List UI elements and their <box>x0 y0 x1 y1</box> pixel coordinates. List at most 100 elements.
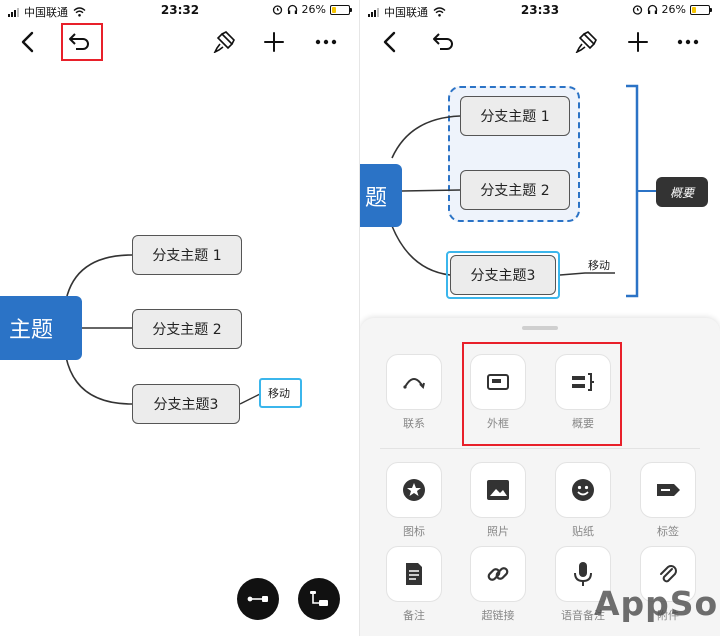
status-right: 26% <box>632 3 712 16</box>
toolbar <box>0 22 360 62</box>
style-button[interactable] <box>208 26 240 58</box>
insert-bottom-sheet: 联系 外框 概要 图标 <box>360 318 720 636</box>
more-icon <box>677 39 699 45</box>
battery-icon <box>690 4 712 15</box>
tool-label[interactable]: 标签 <box>640 462 696 542</box>
paint-brush-icon <box>213 31 235 53</box>
insert-topic-fab[interactable] <box>298 578 340 620</box>
tool-label: 外框 <box>487 417 509 430</box>
battery-icon <box>330 4 352 15</box>
branch-topic-1[interactable]: 分支主题 1 <box>460 96 570 136</box>
branch-topic-2[interactable]: 分支主题 2 <box>460 170 570 210</box>
tool-label: 附件 <box>657 609 679 622</box>
label-icon <box>657 484 680 496</box>
sheet-handle[interactable] <box>522 326 558 330</box>
tool-box <box>555 354 611 410</box>
add-button[interactable] <box>622 26 654 58</box>
branch-topic-3[interactable]: 分支主题3 <box>132 384 240 424</box>
tool-summary[interactable]: 概要 <box>555 354 611 434</box>
tool-box <box>386 546 442 602</box>
status-bar: 中国联通 23:33 26% <box>360 0 720 22</box>
wifi-icon <box>73 7 86 17</box>
status-time: 23:32 <box>160 3 200 17</box>
alarm-icon <box>272 5 282 15</box>
tool-box <box>555 546 611 602</box>
sheet-separator <box>380 448 700 449</box>
move-target-box[interactable] <box>259 378 302 408</box>
more-button[interactable] <box>310 26 342 58</box>
add-button[interactable] <box>258 26 290 58</box>
branch-topic-3[interactable]: 分支主题3 <box>450 255 556 295</box>
undo-button[interactable] <box>64 26 96 58</box>
tool-relationship[interactable]: 联系 <box>386 354 442 434</box>
tool-note[interactable]: 备注 <box>386 546 442 626</box>
tool-label-text: 标签 <box>657 525 679 538</box>
chevron-left-icon <box>21 31 34 53</box>
undo-icon <box>69 33 89 50</box>
plus-icon <box>628 32 648 52</box>
link-icon <box>487 567 509 581</box>
boundary-icon <box>487 374 509 390</box>
note-icon <box>406 563 422 585</box>
headphones-icon <box>647 4 657 14</box>
undo-highlight <box>61 23 103 61</box>
central-topic-label: 主题 <box>8 318 53 343</box>
battery-percent: 26% <box>301 3 326 16</box>
branch-topic-label: 分支主题3 <box>153 397 219 413</box>
insert-topic-icon <box>310 591 328 606</box>
screen-divider <box>359 0 360 636</box>
tool-label: 照片 <box>487 525 509 538</box>
summary-icon <box>572 373 594 391</box>
battery-percent: 26% <box>661 3 686 16</box>
tool-box <box>470 546 526 602</box>
relationship-fab[interactable] <box>237 578 279 620</box>
branch-topic-2[interactable]: 分支主题 2 <box>132 309 242 349</box>
branch-topic-label: 分支主题 1 <box>480 109 550 125</box>
branch-topic-label: 分支主题 2 <box>152 322 222 338</box>
toolbar <box>360 22 720 62</box>
undo-button[interactable] <box>428 26 460 58</box>
wifi-icon <box>433 7 446 17</box>
tool-sticker[interactable]: 贴纸 <box>555 462 611 542</box>
attachment-icon <box>660 565 677 583</box>
branch-topic-label: 分支主题 1 <box>152 248 222 264</box>
microphone-icon <box>574 562 592 586</box>
tool-label: 备注 <box>403 609 425 622</box>
tool-label: 语音备注 <box>561 609 605 622</box>
tool-photo[interactable]: 照片 <box>470 462 526 542</box>
status-time: 23:33 <box>520 3 560 17</box>
connector-lines <box>391 84 656 298</box>
summary-tag[interactable]: 概要 <box>656 177 708 207</box>
move-label: 移动 <box>268 387 290 400</box>
relationship-icon <box>247 596 268 602</box>
relationship-icon <box>403 378 425 389</box>
back-button[interactable] <box>374 26 406 58</box>
carrier-info: 中国联通 <box>368 4 446 20</box>
tool-boundary[interactable]: 外框 <box>470 354 526 434</box>
summary-tag-label: 概要 <box>669 185 694 200</box>
selection-outline <box>446 251 560 299</box>
tool-label: 贴纸 <box>572 525 594 538</box>
chevron-left-icon <box>383 31 396 53</box>
tool-label: 联系 <box>403 417 425 430</box>
branch-topic-1[interactable]: 分支主题 1 <box>132 235 242 275</box>
tool-hyperlink[interactable]: 超链接 <box>470 546 526 626</box>
carrier-name: 中国联通 <box>384 6 428 19</box>
tool-box <box>470 354 526 410</box>
central-topic-label: 题 <box>364 185 387 211</box>
tool-box <box>386 462 442 518</box>
tool-box <box>386 354 442 410</box>
battery-fill <box>692 6 696 13</box>
tool-icon[interactable]: 图标 <box>386 462 442 542</box>
right-screen: 中国联通 23:33 26% <box>360 0 720 636</box>
central-topic[interactable]: 题 <box>360 164 402 227</box>
tool-voice-note[interactable]: 语音备注 <box>555 546 611 626</box>
style-button[interactable] <box>570 26 602 58</box>
back-button[interactable] <box>12 26 44 58</box>
paint-brush-icon <box>575 31 597 53</box>
plus-icon <box>264 32 284 52</box>
central-topic[interactable]: 主题 <box>0 296 82 360</box>
more-button[interactable] <box>672 26 704 58</box>
tool-attachment[interactable]: 附件 <box>640 546 696 626</box>
status-right: 26% <box>272 3 352 16</box>
